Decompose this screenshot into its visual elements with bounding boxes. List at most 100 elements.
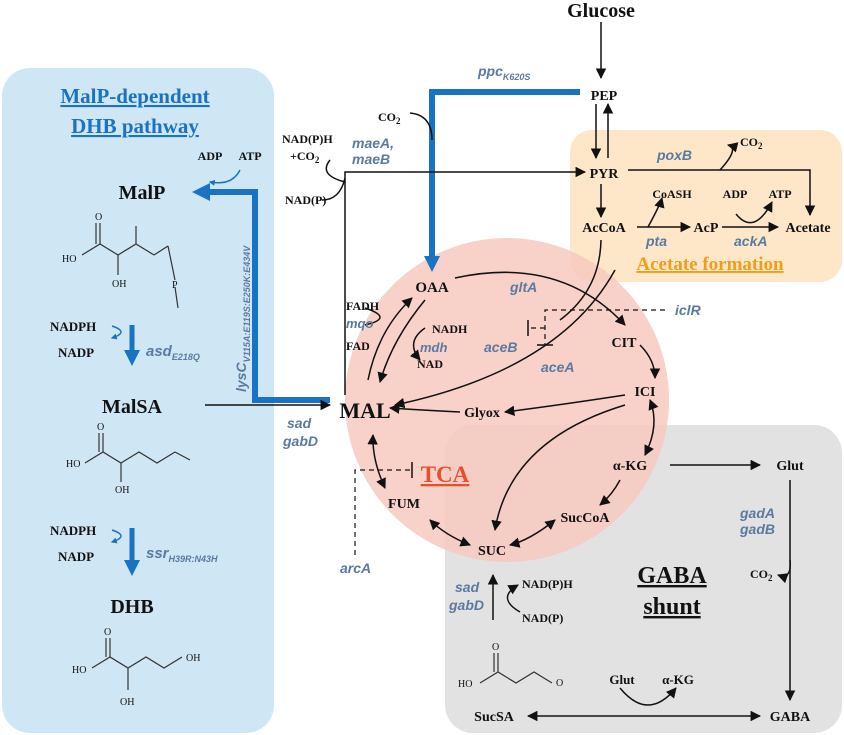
mdh-enzyme: mdh [420, 340, 448, 355]
cit-label: CIT [612, 336, 638, 351]
glut-akg-exchange-arrow [619, 687, 677, 706]
nadph-1-label: NADPH [50, 319, 96, 334]
nadp-2-label: NADP [58, 549, 94, 564]
mal-oaa-arrow [367, 297, 413, 381]
malsa-o-label: O [97, 422, 104, 433]
malp-structure [81, 223, 179, 309]
glucose-label: Glucose [567, 0, 635, 22]
atp-acetate-label: ATP [768, 187, 791, 201]
co2-poxb-label: CO2 [740, 135, 763, 151]
sad-nadph-label: NAD(P)H [522, 577, 573, 591]
iclr-repression [544, 309, 665, 345]
sad-nadp-label: NAD(P) [522, 611, 563, 625]
fad-label: FAD [346, 339, 370, 353]
accoa-gltA-arrow [559, 239, 602, 321]
ppc-thick-arrow [424, 89, 580, 272]
asd-enzyme: asdE218Q [146, 343, 200, 362]
tca-title: TCA [421, 462, 470, 487]
arca-enzyme: arcA [340, 560, 371, 576]
gaba-title-line1: GABA [637, 563, 707, 589]
malp-atp-arrow [208, 169, 241, 186]
nadph-2-label: NADPH [50, 523, 96, 538]
nad-label: NAD [417, 357, 443, 371]
malsa-ho-label: HO [66, 459, 80, 470]
akg-bottom-label: α-KG [662, 672, 694, 687]
mqo-cofactor-arrow [364, 307, 381, 326]
arca-repression [354, 469, 410, 555]
sucsa-o-label: O [492, 642, 499, 653]
mal-label: MAL [339, 398, 390, 423]
acetate-label: Acetate [785, 221, 830, 236]
sucsa-ho-label: HO [458, 679, 472, 690]
co2-gad-label: CO2 [750, 567, 773, 583]
ssr-thick-arrow [124, 528, 140, 576]
maeb-enzyme: maeB [352, 151, 390, 167]
asd-cofactor-arrow [110, 325, 122, 340]
dhb-oh-label: OH [120, 697, 134, 708]
accoa-label: AcCoA [582, 221, 626, 236]
ssr-cofactor-arrow [110, 529, 122, 544]
mae-co2-label: +CO2 [290, 149, 320, 165]
akg-succoa-arrow [599, 479, 621, 506]
glut-top-label: Glut [776, 459, 804, 474]
tca-circle [345, 238, 669, 562]
maea-enzyme: maeA, [352, 135, 394, 151]
malp-title-line1: MalP-dependent [60, 84, 209, 108]
gaba-title-line2: shunt [643, 594, 700, 620]
acetate-region [570, 130, 842, 282]
malp-label: MalP [119, 182, 166, 204]
glyox-label: Glyox [464, 406, 500, 421]
fum-label: FUM [388, 497, 420, 512]
ppc-enzyme: ppcK620S [477, 63, 530, 82]
gabd-left-enzyme: gabD [282, 433, 318, 449]
poxb-enzyme: poxB [656, 147, 692, 163]
pep-label: PEP [591, 89, 618, 104]
mae-co2-arrow [325, 159, 346, 183]
succoa-label: SucCoA [560, 511, 610, 526]
gadb-enzyme: gadB [739, 521, 775, 537]
sad-cofactor-arrow [506, 584, 521, 613]
malp-ho-label: HO [62, 254, 76, 265]
dhb-o-label: O [104, 627, 111, 638]
malsa-label: MalSA [102, 396, 163, 418]
fum-mal-arrow [367, 433, 386, 489]
malsa-structure [84, 433, 191, 482]
nadp-1-label: NADP [58, 345, 94, 360]
gada-enzyme: gadA [739, 505, 775, 521]
coash-arrow [647, 196, 665, 228]
sad-bottom-enzyme: sad [455, 579, 480, 595]
acp-label: AcP [694, 221, 719, 236]
succoa-suc-arrow [508, 519, 556, 548]
suc-fum-arrow [429, 519, 471, 547]
acetate-title: Acetate formation [636, 254, 784, 275]
ici-suc-arrow [491, 404, 626, 532]
aceb-enzyme: aceB [484, 339, 517, 355]
glut-bottom-label: Glut [609, 672, 635, 687]
sucsa-label: SucSA [474, 710, 515, 725]
dhb-oh2-label: OH [186, 653, 200, 664]
iclr-enzyme: iclR [675, 302, 702, 318]
sucsa-structure [479, 653, 553, 684]
asd-thick-arrow [124, 325, 140, 366]
pyr-label: PYR [590, 167, 620, 182]
poxb-co2-arrow [719, 142, 739, 171]
glyox-mal-arrow [388, 403, 461, 414]
ici-label: ICI [634, 385, 655, 400]
acea-enzyme: aceA [541, 359, 574, 375]
ssr-enzyme: ssrH39R:N43H [146, 545, 218, 564]
dhb-structure [91, 638, 183, 690]
acka-enzyme: ackA [734, 233, 767, 249]
mal-pyr-mae-arrow [344, 166, 587, 395]
acka-atp-arrow [735, 201, 773, 224]
pta-enzyme: pta [645, 233, 667, 249]
oaa-label: OAA [415, 280, 449, 296]
ici-akg-arrow [644, 399, 659, 456]
sucsa-o2-label: O [556, 678, 563, 689]
adp-malp-label: ADP [198, 149, 223, 163]
malp-p-label: P [172, 280, 178, 291]
mae-nadp-arrow [321, 177, 346, 201]
lysc-enzyme: lysCV115A:E119S:E250K:E434V [233, 245, 252, 392]
dhb-label: DHB [110, 596, 153, 618]
glta-enzyme: gltA [509, 279, 537, 295]
ici-glyox-arrow [503, 394, 626, 417]
